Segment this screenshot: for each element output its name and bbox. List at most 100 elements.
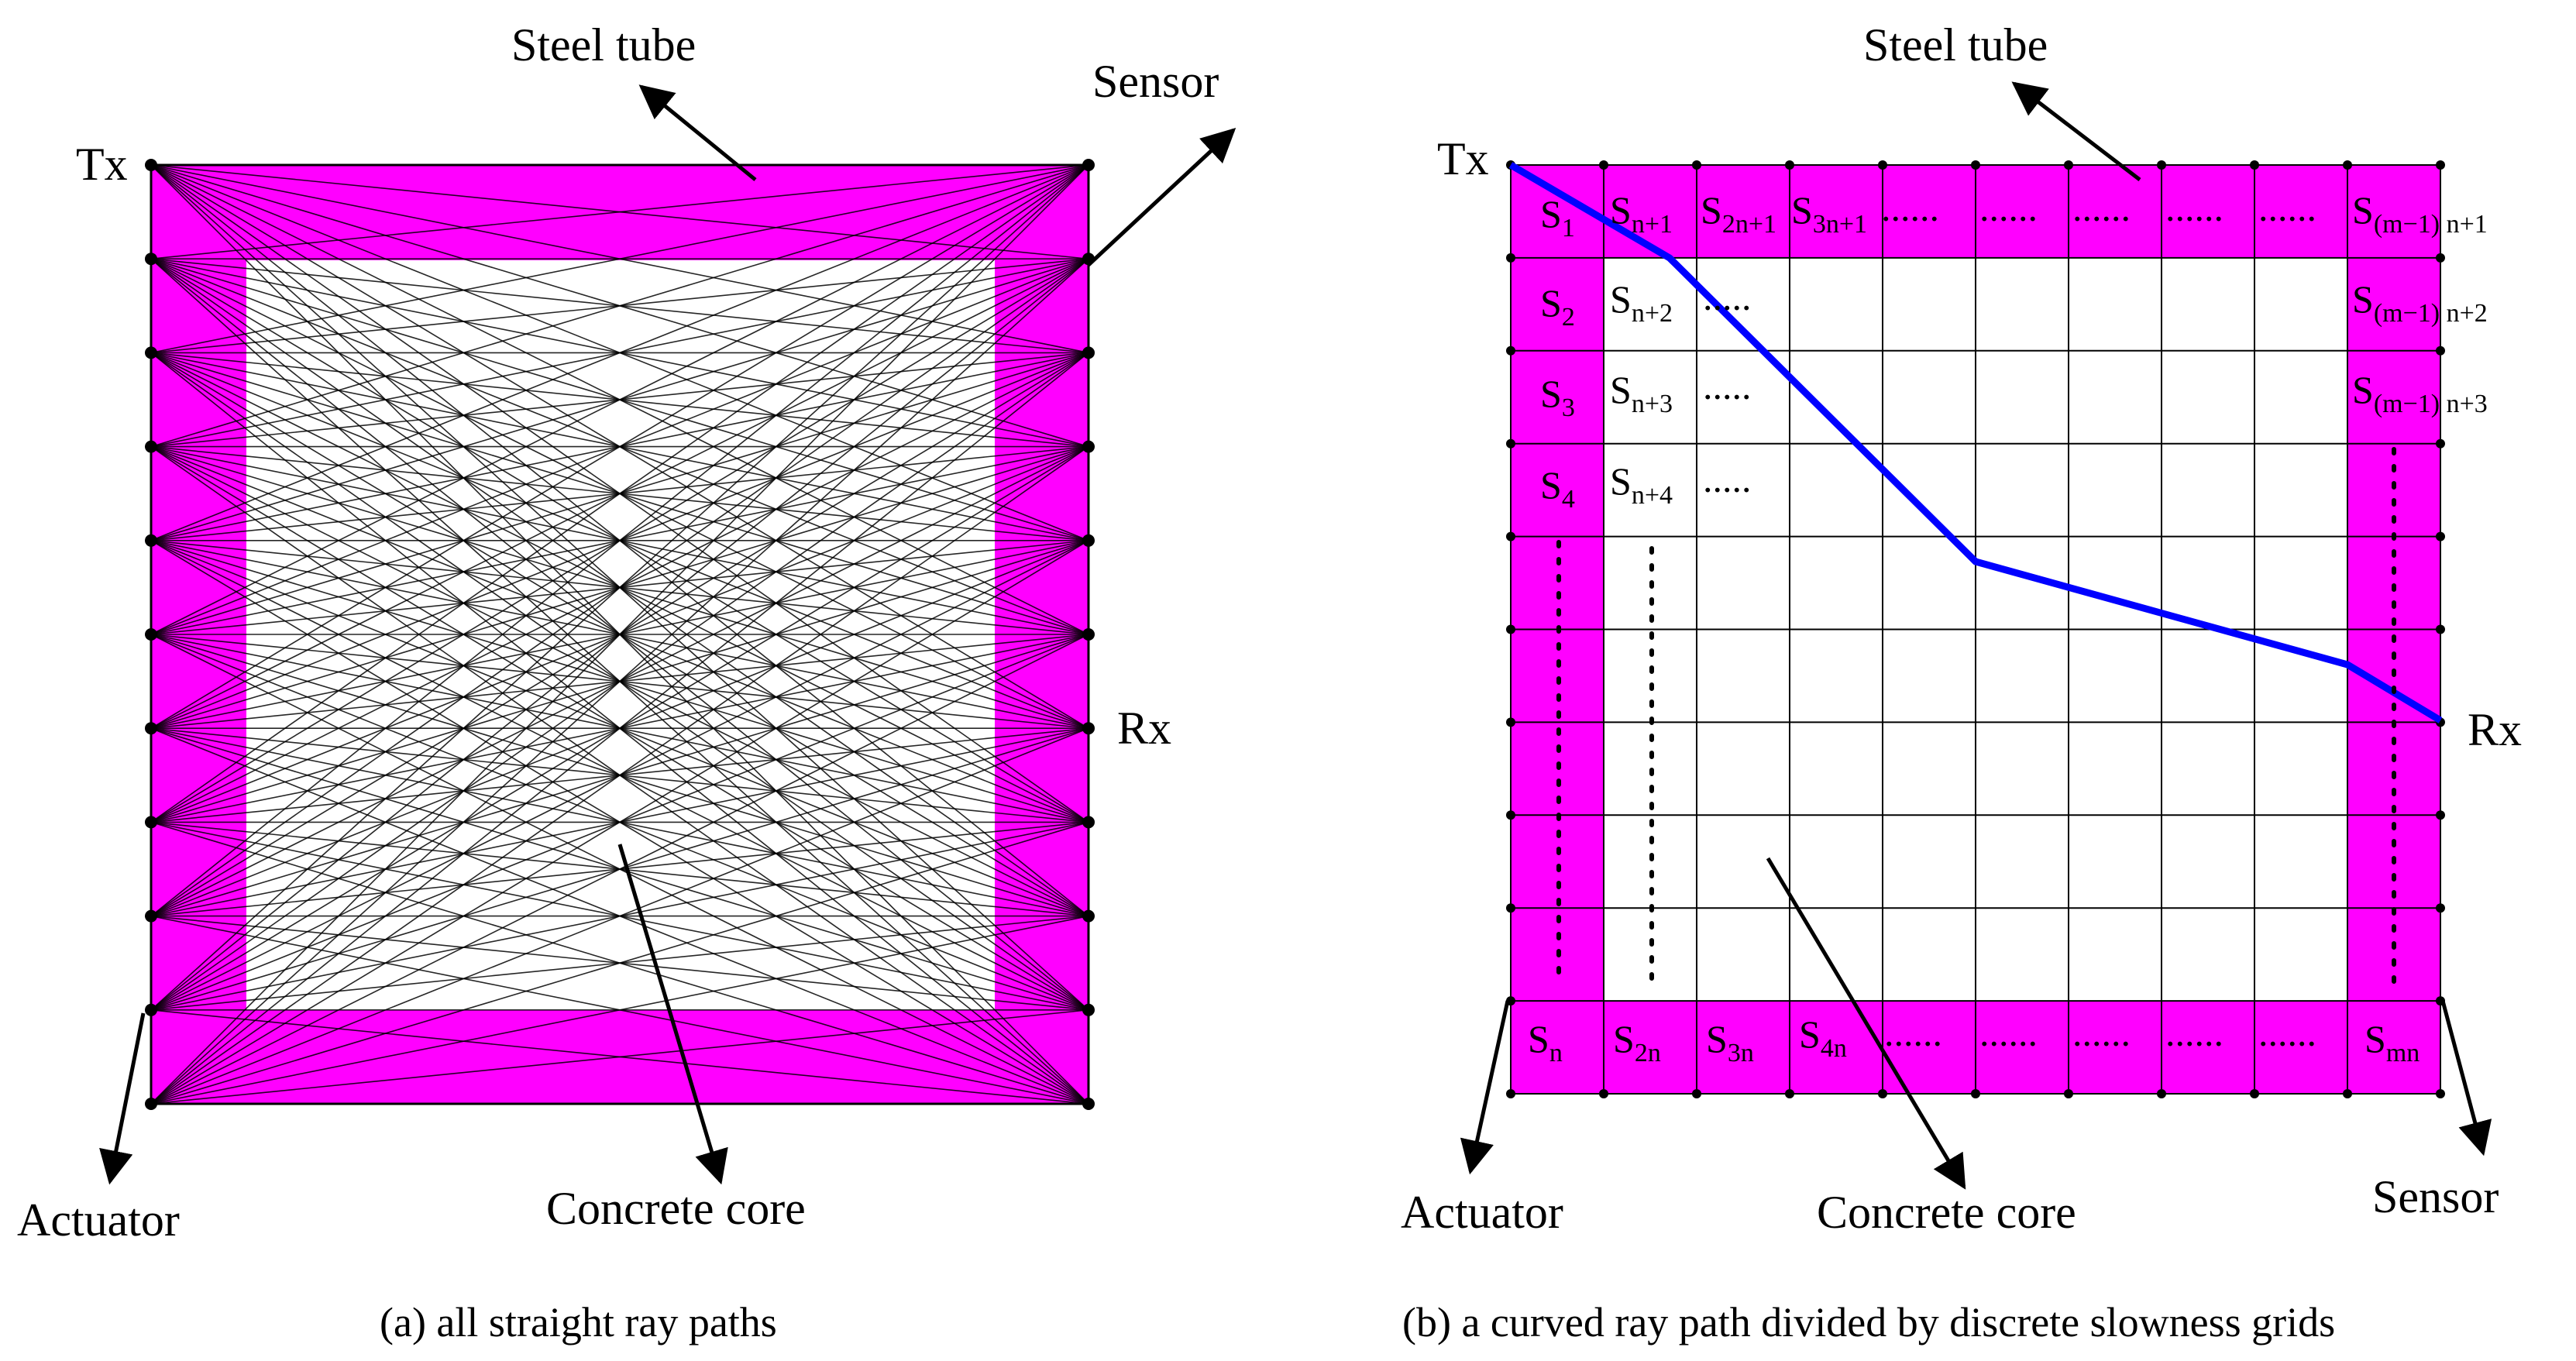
dots-bottom-c: ...... xyxy=(2072,1011,2131,1054)
panel-b-concrete-arrow xyxy=(1766,857,1966,1190)
node-left-4 xyxy=(1506,531,1515,541)
panel-a-straight-rays: Steel tube Sensor Tx Rx Actuator Concret… xyxy=(17,19,1236,1346)
node-right-5 xyxy=(2436,624,2445,634)
node-left-6 xyxy=(1506,717,1515,727)
sensor-dot-0 xyxy=(1082,159,1095,171)
panel-a-actuator-arrow xyxy=(99,1012,146,1185)
node-left-8 xyxy=(1506,903,1515,913)
ray-path-7-0 xyxy=(150,164,1089,823)
ray-path-1-0 xyxy=(150,164,1089,259)
cell-label-s4: S4 xyxy=(1540,463,1575,514)
panel-b-slowness-grid: S1 Sn+1 S2n+1 S3n+1 ...... ...... ......… xyxy=(1401,19,2522,1346)
node-bottom-7 xyxy=(2157,1089,2166,1098)
node-right-8 xyxy=(2436,903,2445,913)
cell-label-sm1n1: S(m−1) n+1 xyxy=(2352,188,2488,239)
ray-path-10-7 xyxy=(150,821,1089,1105)
actuator-dot-9 xyxy=(145,1003,157,1016)
panel-a-steel-tube-label: Steel tube xyxy=(511,19,696,70)
sensor-dot-4 xyxy=(1082,534,1095,547)
ray-path-10-5 xyxy=(150,634,1089,1105)
ray-path-10-3 xyxy=(150,445,1089,1105)
cell-label-s3n: S3n xyxy=(1706,1017,1754,1067)
dots-row2: ..... xyxy=(1703,275,1752,318)
sensor-dot-3 xyxy=(1082,440,1095,453)
sensor-dot-2 xyxy=(1082,346,1095,359)
actuator-dot-1 xyxy=(145,253,157,266)
panel-b-caption: (b) a curved ray path divided by discret… xyxy=(1402,1299,2335,1346)
panel-b-steel-tube-label: Steel tube xyxy=(1863,19,2048,70)
panel-b-actuator-label: Actuator xyxy=(1401,1187,1563,1238)
sensor-dot-7 xyxy=(1082,816,1095,829)
cell-label-sn: Sn xyxy=(1528,1017,1563,1067)
node-right-1 xyxy=(2436,253,2445,263)
node-top-10 xyxy=(2436,160,2445,170)
actuator-dot-8 xyxy=(145,909,157,923)
node-left-3 xyxy=(1506,438,1515,449)
ray-path-10-8 xyxy=(150,915,1089,1105)
node-top-2 xyxy=(1692,160,1701,170)
ray-path-6-0 xyxy=(150,164,1089,729)
node-top-7 xyxy=(2157,160,2166,170)
cell-label-s2: S2 xyxy=(1540,281,1575,332)
ray-path-10-0 xyxy=(150,164,1089,1105)
dots-row1-c: ...... xyxy=(2072,186,2131,229)
node-left-2 xyxy=(1506,345,1515,356)
cell-label-sn4: Sn+4 xyxy=(1610,459,1673,510)
panel-a-sensor-arrow xyxy=(1087,128,1236,266)
dots-bottom-a: ...... xyxy=(1884,1011,1942,1054)
node-right-4 xyxy=(2436,531,2445,541)
panel-b-transducers xyxy=(1506,160,2445,1098)
sensor-dot-10 xyxy=(1082,1098,1095,1110)
cell-label-s2n1: S2n+1 xyxy=(1701,188,1776,239)
ray-path-10-6 xyxy=(150,727,1089,1105)
panel-b-rx-label: Rx xyxy=(2468,704,2522,755)
sensor-dot-5 xyxy=(1082,628,1095,641)
node-top-1 xyxy=(1599,160,1608,170)
panel-a-sensor-label: Sensor xyxy=(1092,56,1219,107)
cell-label-sn3: Sn+3 xyxy=(1610,368,1673,418)
sensor-dot-8 xyxy=(1082,909,1095,923)
actuator-dot-0 xyxy=(145,159,157,171)
actuator-dot-2 xyxy=(145,346,157,359)
ray-path-10-2 xyxy=(150,352,1089,1105)
panel-a-tx-label: Tx xyxy=(76,139,128,190)
panel-b-grid-lines xyxy=(1510,164,2441,1095)
node-bottom-6 xyxy=(2064,1089,2073,1098)
node-top-8 xyxy=(2250,160,2259,170)
panel-b-actuator-arrow xyxy=(1460,1000,1510,1175)
node-bottom-0 xyxy=(1506,1089,1515,1098)
ray-path-2-0 xyxy=(150,164,1089,354)
panel-a-actuator-label: Actuator xyxy=(17,1194,180,1246)
dots-bottom-e: ...... xyxy=(2258,1011,2316,1054)
actuator-dot-7 xyxy=(145,816,157,829)
panel-b-sensor-label: Sensor xyxy=(2372,1171,2499,1222)
node-top-9 xyxy=(2343,160,2352,170)
dots-row1-b: ...... xyxy=(1979,186,2038,229)
node-left-1 xyxy=(1506,253,1515,263)
node-bottom-4 xyxy=(1878,1089,1887,1098)
ray-path-9-0 xyxy=(150,164,1089,1011)
cell-label-sm1n3: S(m−1) n+3 xyxy=(2352,368,2488,418)
panel-a-concrete-arrow xyxy=(617,844,728,1185)
panel-a-caption: (a) all straight ray paths xyxy=(380,1299,777,1346)
node-top-4 xyxy=(1878,160,1887,170)
panel-a-concrete-label: Concrete core xyxy=(546,1183,806,1234)
cell-label-sm1n2: S(m−1) n+2 xyxy=(2352,277,2488,328)
panel-a-transducers xyxy=(145,159,1095,1110)
node-top-6 xyxy=(2064,160,2073,170)
panel-b-sensor-arrow xyxy=(2440,1000,2492,1157)
actuator-dot-5 xyxy=(145,628,157,641)
node-right-3 xyxy=(2436,438,2445,449)
node-top-3 xyxy=(1785,160,1794,170)
ray-path-8-0 xyxy=(150,164,1089,917)
panel-b-curved-ray-path xyxy=(1508,162,2443,723)
node-left-7 xyxy=(1506,810,1515,820)
cell-label-smn: Smn xyxy=(2364,1017,2420,1067)
node-bottom-8 xyxy=(2250,1089,2259,1098)
actuator-dot-6 xyxy=(145,722,157,735)
node-right-7 xyxy=(2436,810,2445,820)
actuator-dot-10 xyxy=(145,1098,157,1110)
dots-row1-a: ...... xyxy=(1881,186,1939,229)
cell-label-s3n1: S3n+1 xyxy=(1791,188,1867,239)
